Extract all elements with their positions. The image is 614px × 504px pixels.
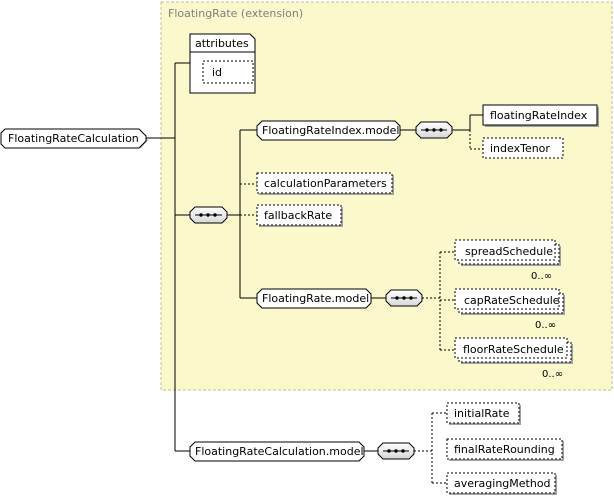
floating-rate-index-label: floatingRateIndex: [490, 109, 588, 122]
floating-rate-model[interactable]: FloatingRate.model: [256, 288, 372, 309]
floor-rate-schedule-element[interactable]: floorRateSchedule 0..∞: [454, 337, 573, 380]
floating-rate-calculation-model-label: FloatingRateCalculation.model: [195, 445, 364, 458]
spread-schedule-element[interactable]: spreadSchedule 0..∞: [454, 239, 561, 282]
initial-rate-label: initialRate: [454, 407, 510, 420]
floating-rate-index-element[interactable]: floatingRateIndex: [482, 104, 599, 127]
calculation-parameters-element[interactable]: calculationParameters: [256, 172, 394, 195]
cap-rate-schedule-cardinality: 0..∞: [535, 320, 556, 331]
averaging-method-element[interactable]: averagingMethod: [446, 472, 557, 495]
attribute-id: id: [212, 66, 222, 79]
floating-rate-calculation-model[interactable]: FloatingRateCalculation.model: [189, 441, 365, 462]
floating-rate-sequence[interactable]: [385, 289, 423, 307]
attributes-title: attributes: [195, 37, 249, 50]
final-rate-rounding-element[interactable]: finalRateRounding: [446, 438, 564, 461]
root-element-label: FloatingRateCalculation: [8, 132, 139, 145]
floating-rate-index-sequence[interactable]: [415, 121, 453, 139]
index-tenor-label: indexTenor: [490, 142, 550, 155]
cap-rate-schedule-element[interactable]: capRateSchedule 0..∞: [454, 288, 565, 331]
attribute-id-box[interactable]: [202, 60, 254, 84]
final-rate-rounding-label: finalRateRounding: [454, 443, 555, 456]
cap-rate-schedule-label: capRateSchedule: [464, 294, 560, 307]
root-element[interactable]: FloatingRateCalculation: [0, 128, 148, 149]
index-tenor-element[interactable]: indexTenor: [482, 137, 564, 159]
floating-rate-calculation-sequence[interactable]: [377, 442, 415, 460]
averaging-method-label: averagingMethod: [454, 477, 551, 490]
fallback-rate-element[interactable]: fallbackRate: [256, 204, 343, 227]
floor-rate-schedule-cardinality: 0..∞: [542, 369, 563, 380]
calculation-parameters-label: calculationParameters: [264, 177, 387, 190]
spread-schedule-cardinality: 0..∞: [531, 271, 552, 282]
fallback-rate-label: fallbackRate: [264, 209, 332, 222]
spread-schedule-label: spreadSchedule: [465, 245, 553, 258]
floating-rate-index-model-label: FloatingRateIndex.model: [262, 124, 399, 137]
floating-rate-index-model[interactable]: FloatingRateIndex.model: [256, 120, 401, 141]
initial-rate-element[interactable]: initialRate: [446, 402, 521, 425]
connectors: [146, 62, 483, 484]
extension-label: FloatingRate (extension): [168, 7, 303, 20]
attributes-group[interactable]: attributes id: [189, 33, 256, 94]
floor-rate-schedule-label: floorRateSchedule: [463, 343, 564, 356]
floating-rate-model-label: FloatingRate.model: [262, 292, 369, 305]
main-sequence-compositor[interactable]: [189, 206, 228, 224]
